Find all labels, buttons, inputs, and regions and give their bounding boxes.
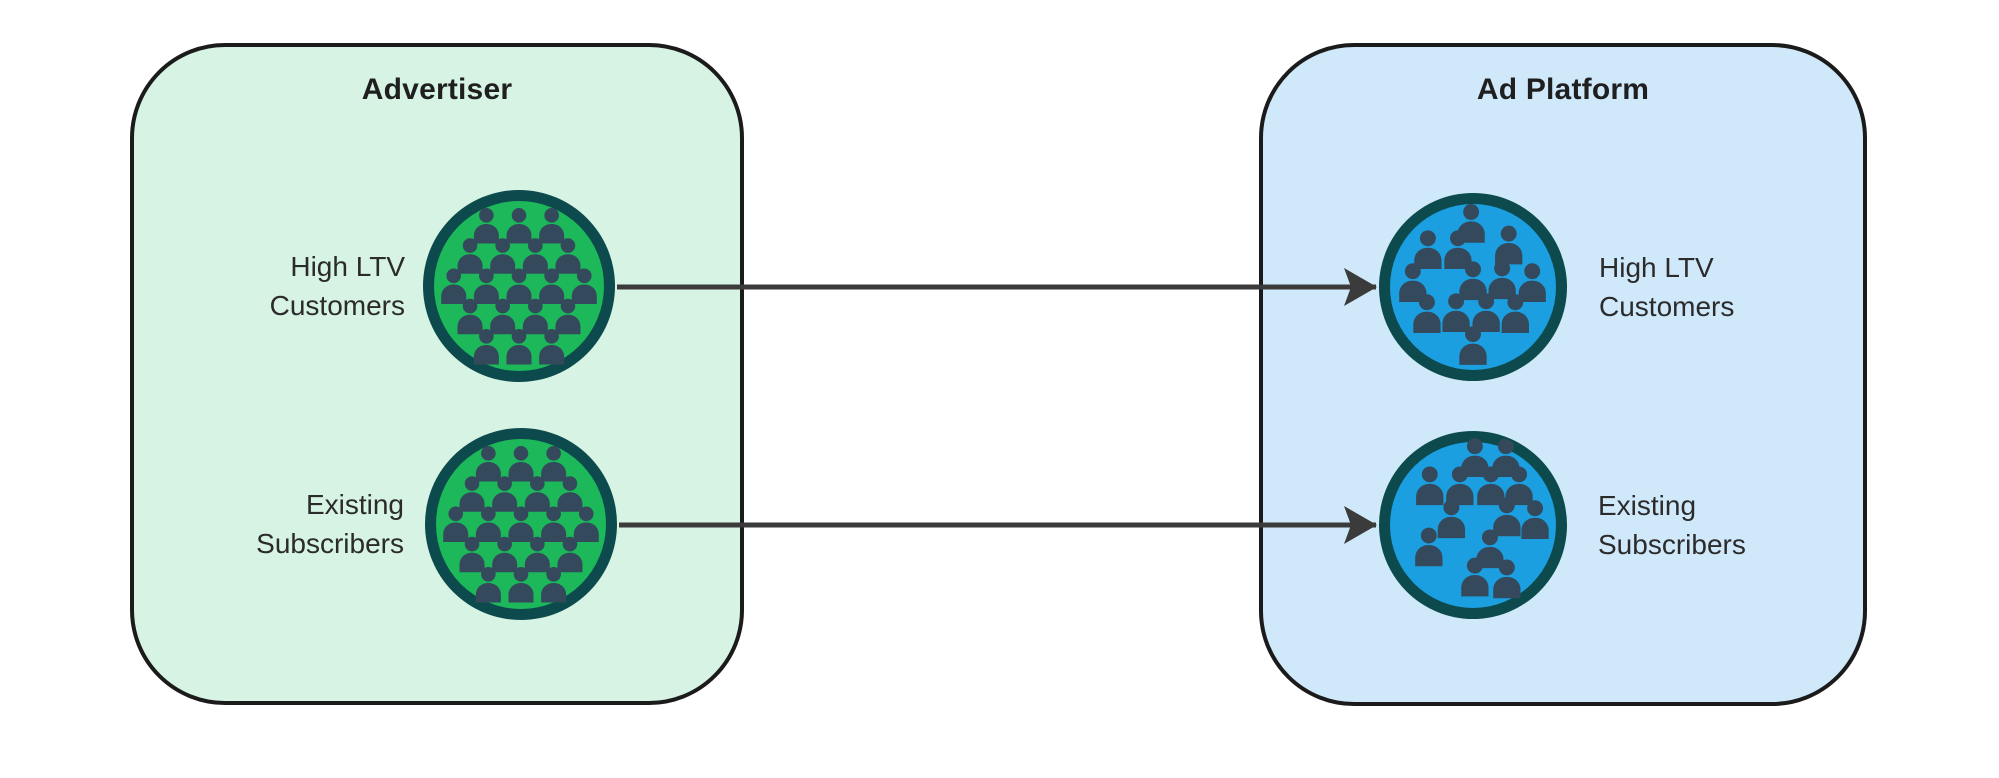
advertiser-box: Advertiser [130,43,744,705]
label-line: Customers [1599,291,1735,322]
ad-platform-box: Ad Platform [1259,43,1867,706]
ad-platform-title: Ad Platform [1476,73,1650,106]
label-line: High LTV [290,251,405,282]
label-platform-existing-subscribers: Existing Subscribers [1598,486,1746,564]
label-line: Subscribers [1598,529,1746,560]
label-line: High LTV [1599,252,1714,283]
label-line: Existing [305,489,404,520]
label-platform-high-ltv: High LTV Customers [1599,248,1734,326]
label-line: Existing [1598,490,1697,521]
label-advertiser-existing-subscribers: Existing Subscribers [256,485,404,563]
label-line: Subscribers [256,528,404,559]
label-line: Customers [269,290,405,321]
advertiser-title: Advertiser [361,73,513,106]
label-advertiser-high-ltv: High LTV Customers [270,247,405,325]
